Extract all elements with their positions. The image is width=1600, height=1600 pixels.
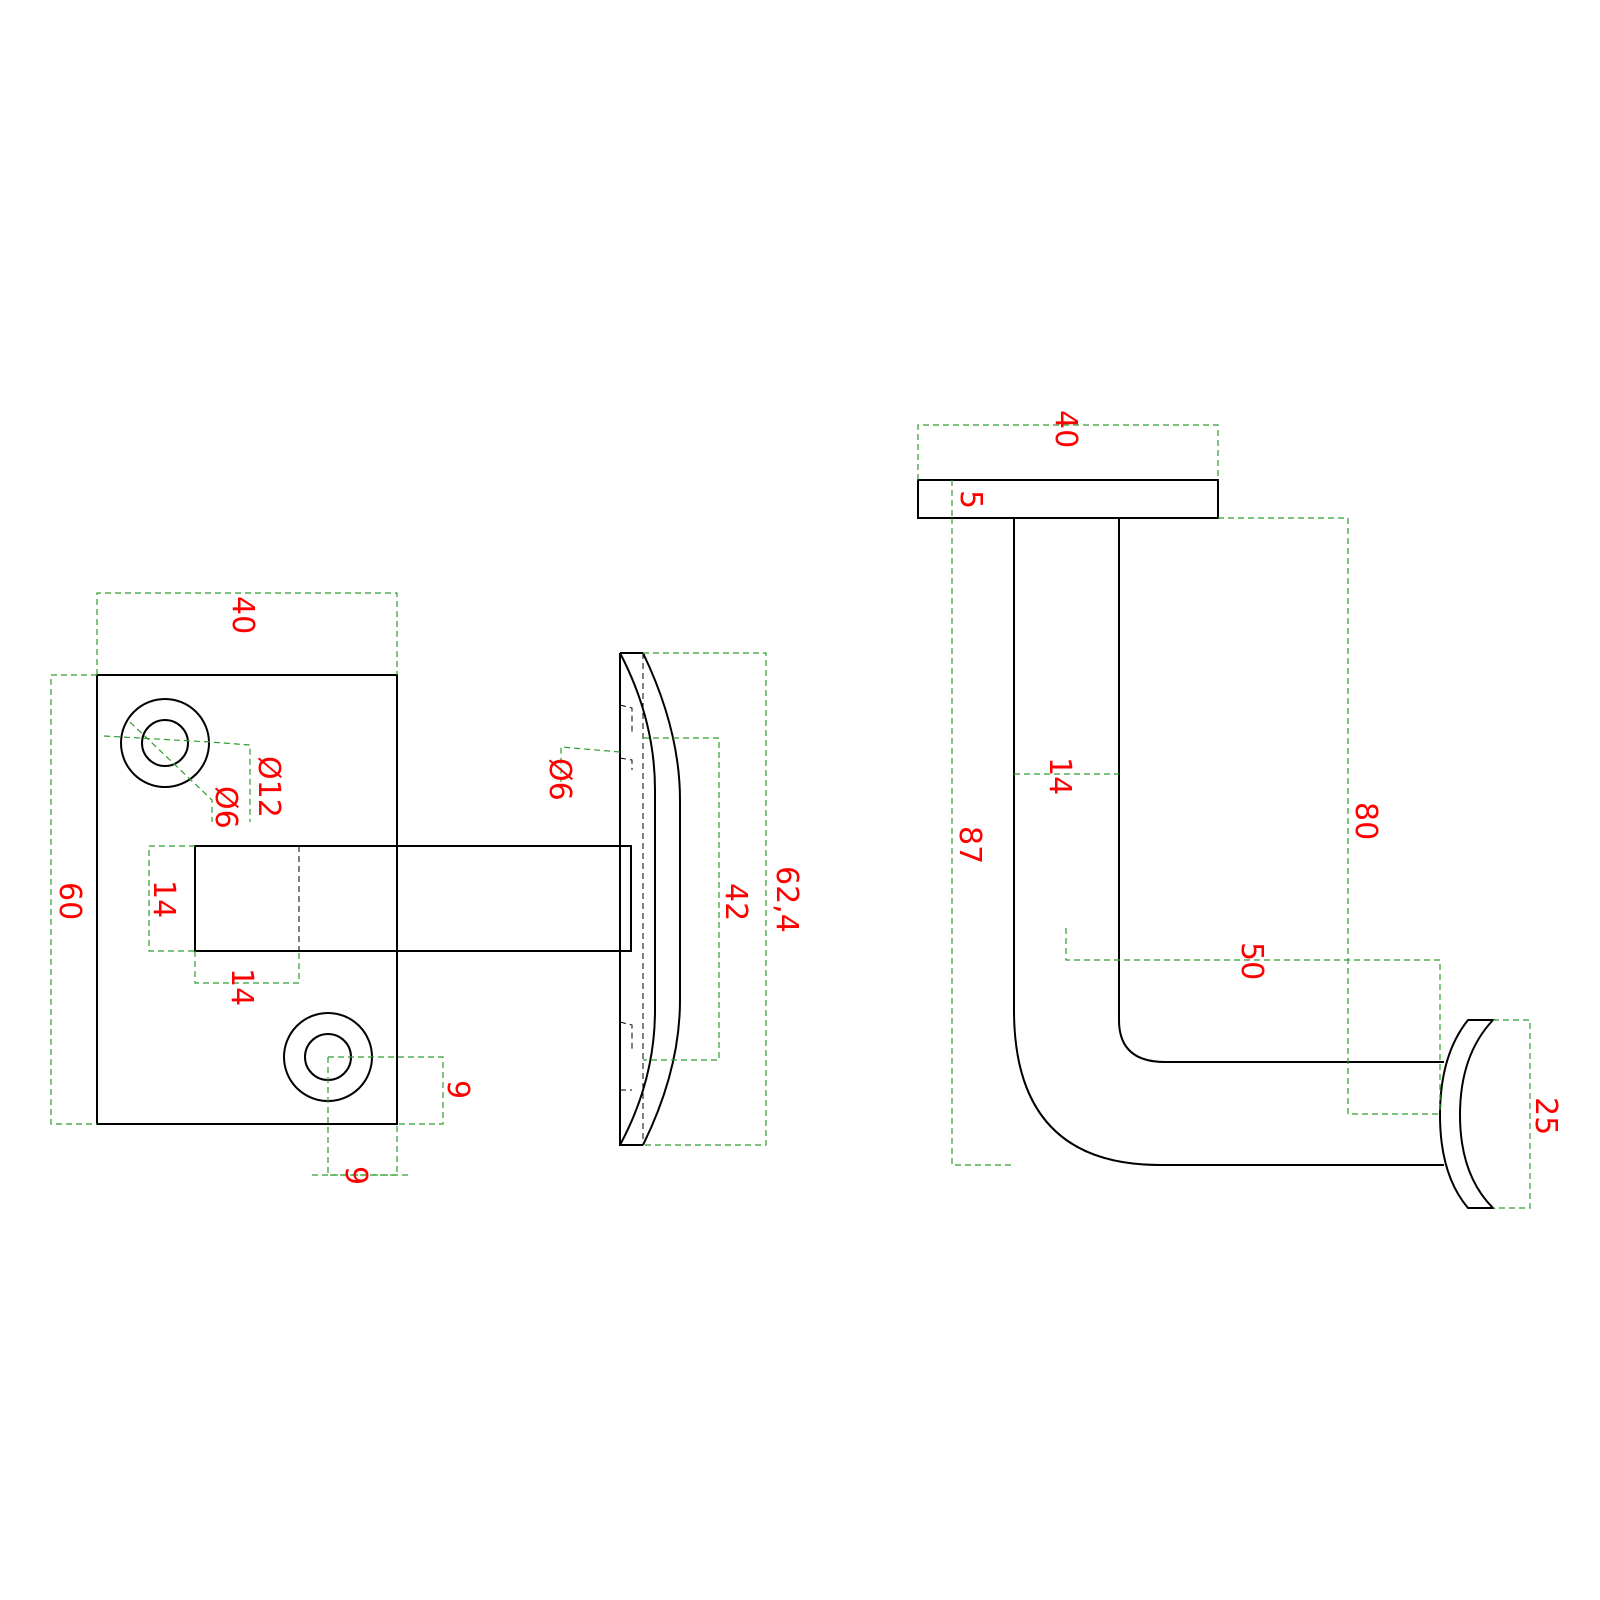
dimension-line-height: [50, 674, 97, 1125]
saddle-view: Ø6 42 62,4: [542, 652, 804, 1146]
dimension-line-hole-offset-x: [327, 1057, 398, 1176]
dimension-tube-width: 14: [224, 968, 259, 1006]
dimension-arm-height: 80: [1348, 802, 1383, 840]
dimension-line-outer-span: [643, 652, 767, 1146]
top-hole: [141, 719, 189, 767]
dimension-hole-offset-y: 9: [440, 1080, 475, 1099]
dimension-hole-outer: Ø12: [251, 756, 286, 818]
dimension-hole-inner: Ø6: [208, 786, 243, 829]
wall-plate: [917, 479, 1219, 519]
dimension-line-saddle-width: [1493, 1019, 1531, 1209]
dimension-saddle-width: 25: [1528, 1097, 1563, 1135]
dimension-width: 40: [225, 596, 260, 634]
dimension-line-tube-width: [194, 951, 300, 984]
dimension-plate-width: 40: [1048, 410, 1083, 448]
dimension-outer-span: 62,4: [769, 866, 804, 933]
saddle-outer-curve: [642, 652, 681, 1146]
front-view: 40 60 Ø12 Ø6 14 14 9 9: [50, 592, 632, 1185]
dimension-height: 60: [52, 882, 87, 920]
dimension-saddle-hole: Ø6: [542, 758, 577, 801]
dimension-line-inner-span: [643, 737, 720, 1061]
dimension-line-total-height: [951, 518, 1014, 1166]
bracket-saddle: [1438, 1019, 1496, 1209]
leader-hole-outer: [103, 735, 251, 822]
tube-arm: [194, 845, 632, 952]
dimension-plate-thickness: 5: [953, 490, 988, 509]
dimension-arm-reach: 50: [1234, 942, 1269, 980]
dimension-inner-span: 42: [718, 883, 753, 921]
dimension-hole-offset-x: 9: [338, 1166, 373, 1185]
top-hole-counterbore: [120, 698, 210, 788]
dimension-line-arm-height: [1218, 517, 1440, 1115]
dimension-line-width: [96, 592, 398, 675]
dimension-tube-diameter: 14: [1042, 757, 1077, 795]
dimension-line-hole-offset-y: [328, 1056, 444, 1125]
dimension-line-plate-width: [917, 424, 1219, 480]
dimension-tube-height: 14: [146, 880, 181, 918]
saddle-hidden-hole: [619, 757, 633, 770]
side-view: 40 5 14 87 80 50 25: [917, 410, 1563, 1209]
leader-hole-inner: [129, 721, 213, 822]
dimension-total-height: 87: [952, 826, 987, 864]
dimension-line-arm-reach: [1065, 928, 1441, 1114]
leader-saddle-hole: [560, 746, 621, 782]
saddle-hidden-hole: [619, 704, 633, 735]
saddle-inner-curve: [619, 652, 656, 1146]
bracket-inner-curve: [1118, 518, 1444, 1063]
bracket-outer-curve: [1013, 518, 1444, 1166]
saddle-hidden-hole: [619, 1021, 633, 1052]
dimension-line-tube-height: [148, 845, 195, 952]
